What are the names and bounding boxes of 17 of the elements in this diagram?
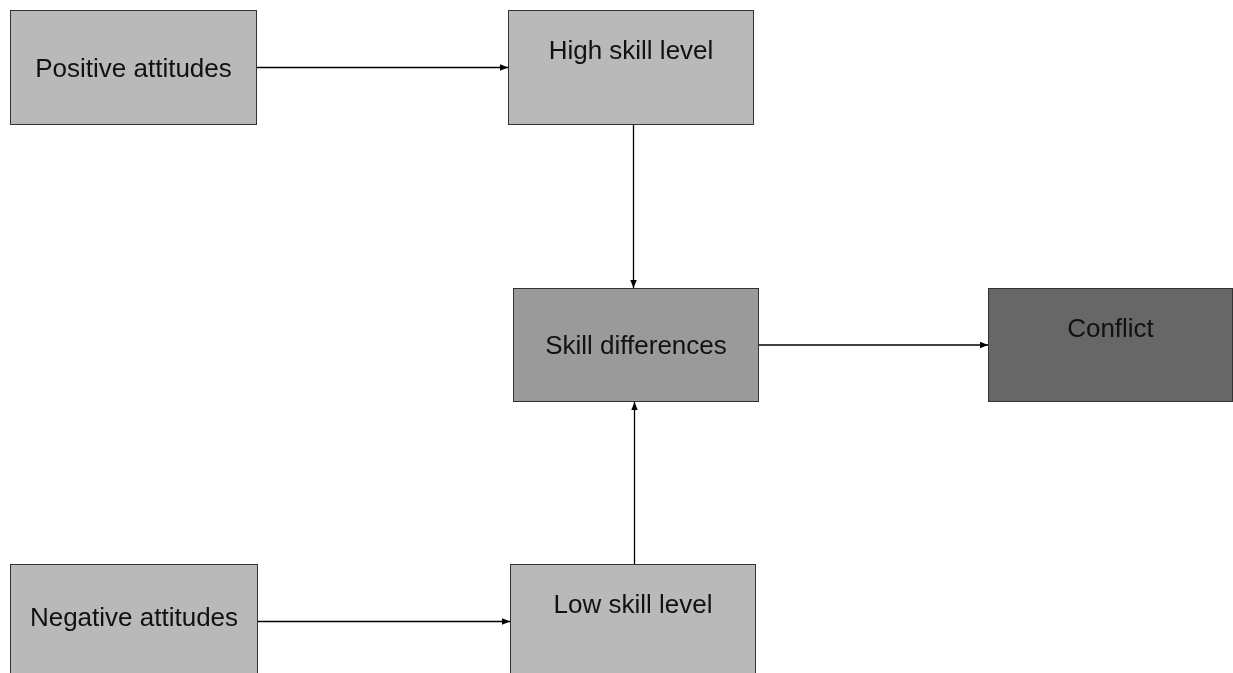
box-label: Negative attitudes bbox=[29, 600, 239, 634]
box-label: Low skill level bbox=[553, 588, 713, 621]
process-box bbox=[513, 288, 759, 402]
process-box bbox=[510, 564, 756, 673]
box-label: Skill differences bbox=[545, 329, 727, 362]
process-box bbox=[508, 10, 754, 125]
box-label: Positive attitudes bbox=[35, 51, 232, 85]
box-label: High skill level bbox=[548, 34, 714, 67]
arrow bbox=[631, 401, 638, 565]
process-box bbox=[10, 10, 257, 125]
process-box bbox=[10, 564, 258, 673]
arrow bbox=[256, 64, 509, 71]
arrow bbox=[758, 341, 989, 349]
arrow bbox=[630, 124, 637, 289]
box-label: Conflict bbox=[1067, 312, 1154, 345]
arrow bbox=[257, 618, 511, 625]
process-box bbox=[988, 288, 1233, 402]
